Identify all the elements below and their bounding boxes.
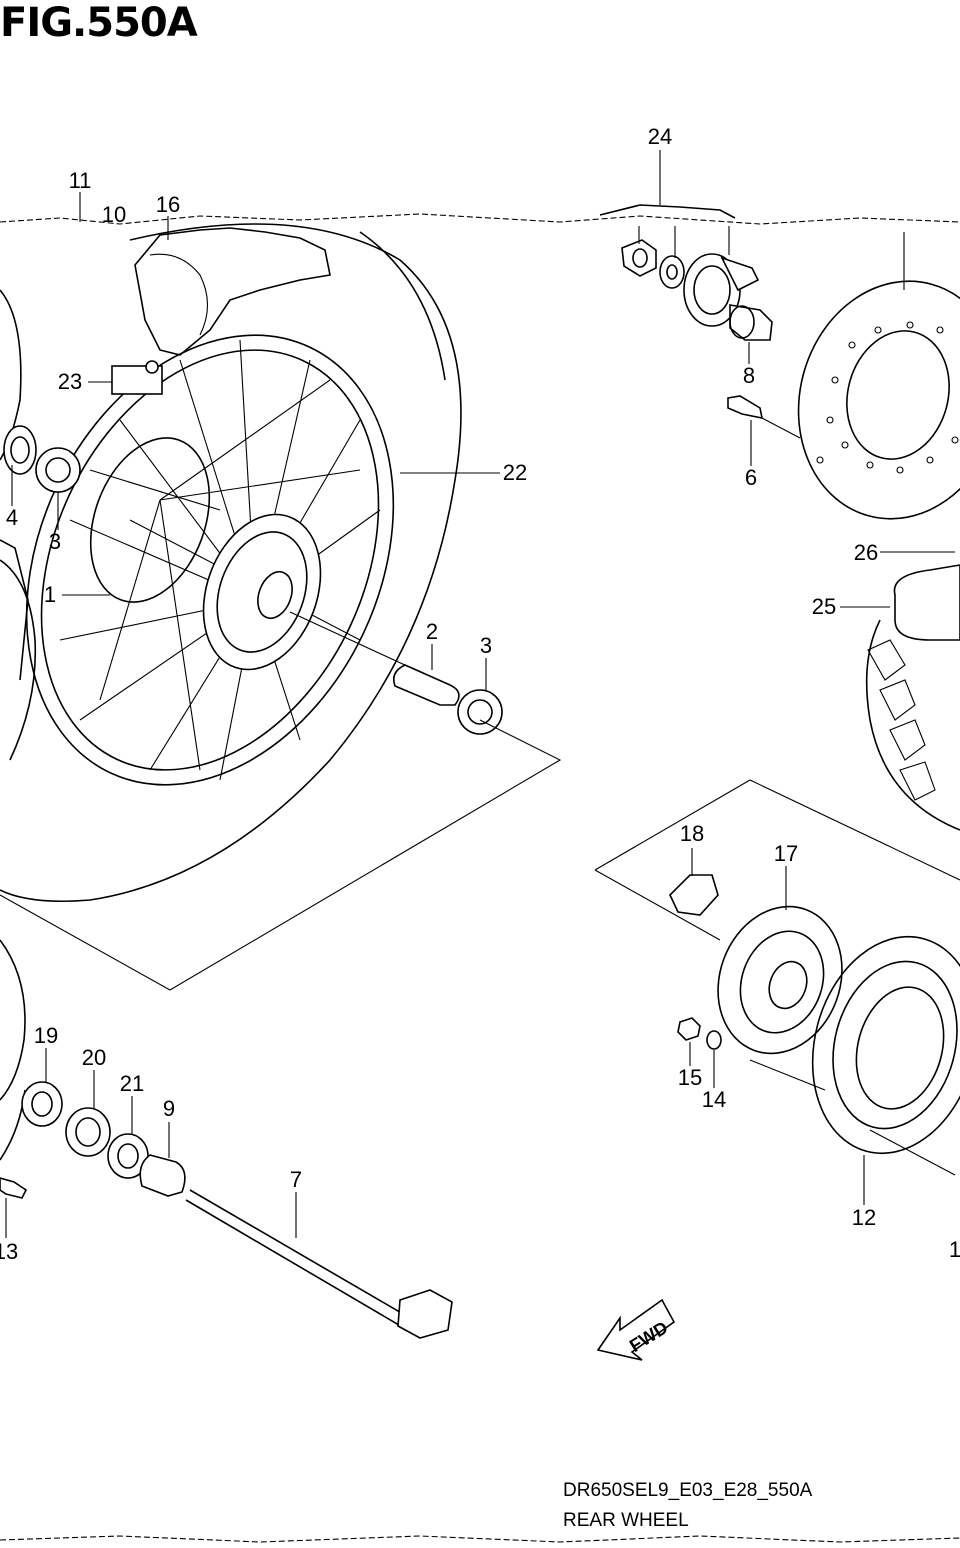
callout-22: 22 <box>502 460 528 485</box>
axle-nut-7 <box>397 1289 453 1339</box>
callout-1-right: 1 <box>948 1237 960 1262</box>
callout-21: 21 <box>119 1071 145 1096</box>
tire-25 <box>865 619 960 831</box>
bearing-20 <box>65 1107 111 1157</box>
callout-2: 2 <box>425 619 439 644</box>
torn-edge-bottom <box>0 1535 960 1543</box>
bearing-3-left <box>35 447 81 493</box>
callout-19: 19 <box>33 1023 59 1048</box>
callout-6: 6 <box>744 465 758 490</box>
tube-26 <box>893 564 960 641</box>
torn-edge-top <box>0 213 960 225</box>
callout-9: 9 <box>162 1096 176 1121</box>
tire-22 <box>0 223 462 903</box>
callout-12: 12 <box>851 1205 877 1230</box>
callout-20: 20 <box>81 1045 107 1070</box>
bearing-3-right <box>457 689 503 735</box>
nut-24 <box>621 239 657 277</box>
callout-11: 11 <box>68 168 92 193</box>
bolt-13 <box>0 1177 28 1199</box>
spacer-4 <box>3 425 37 475</box>
spacer-19 <box>21 1081 63 1127</box>
callout-1: 1 <box>43 582 57 607</box>
washer-24 <box>659 255 685 289</box>
nut-15 <box>677 1017 701 1041</box>
callout-23: 23 <box>57 369 83 394</box>
brake-hub-left <box>89 437 211 603</box>
tire-left-edge-lower <box>0 939 26 1101</box>
callout-26: 26 <box>853 540 879 565</box>
brake-disc <box>797 280 960 520</box>
callout-7: 7 <box>289 1167 303 1192</box>
fwd-arrow-icon: FWD <box>596 1298 676 1361</box>
assembly-box <box>0 719 562 991</box>
figure-title: FIG.550A <box>0 0 198 46</box>
brake-side-assembly <box>599 204 960 520</box>
damper-18 <box>669 874 719 916</box>
callout-25: 25 <box>811 594 837 619</box>
speedometer-gear <box>683 253 741 327</box>
brake-disc-holes <box>816 321 959 474</box>
sprocket-12 <box>811 935 960 1155</box>
callout-10: 10 <box>101 202 127 227</box>
callout-16: 16 <box>155 192 181 217</box>
sprocket-assembly <box>594 779 960 1176</box>
tire-right-partial <box>865 564 960 831</box>
assembly-box-right <box>594 779 960 941</box>
washer-14 <box>706 1030 722 1050</box>
callout-3-right: 3 <box>479 633 493 658</box>
callout-3-left: 3 <box>48 529 62 554</box>
hub-center <box>257 570 293 620</box>
callout-18: 18 <box>679 821 705 846</box>
drawing-code: DR650SEL9_E03_E28_550A <box>563 1480 813 1501</box>
sprocket-carrier-17 <box>717 905 843 1055</box>
axle-assembly <box>0 1081 453 1339</box>
callout-17: 17 <box>773 841 799 866</box>
callout-4: 4 <box>5 505 19 530</box>
diagram-caption: REAR WHEEL <box>563 1510 689 1531</box>
tire-tread-16 <box>134 227 331 356</box>
bolt-6 <box>727 395 764 420</box>
callout-13: 13 <box>0 1239 19 1264</box>
callout-14: 14 <box>701 1087 727 1112</box>
callout-15: 15 <box>677 1065 703 1090</box>
leader-lines <box>5 150 955 1238</box>
callout-24: 24 <box>647 124 673 149</box>
rear-wheel-assembly <box>0 223 562 991</box>
spacer-2 <box>392 664 460 706</box>
callout-8: 8 <box>742 363 756 388</box>
spacer-9 <box>139 1154 186 1197</box>
tire-tread-24 <box>599 204 736 219</box>
axle-7 <box>189 1189 411 1319</box>
